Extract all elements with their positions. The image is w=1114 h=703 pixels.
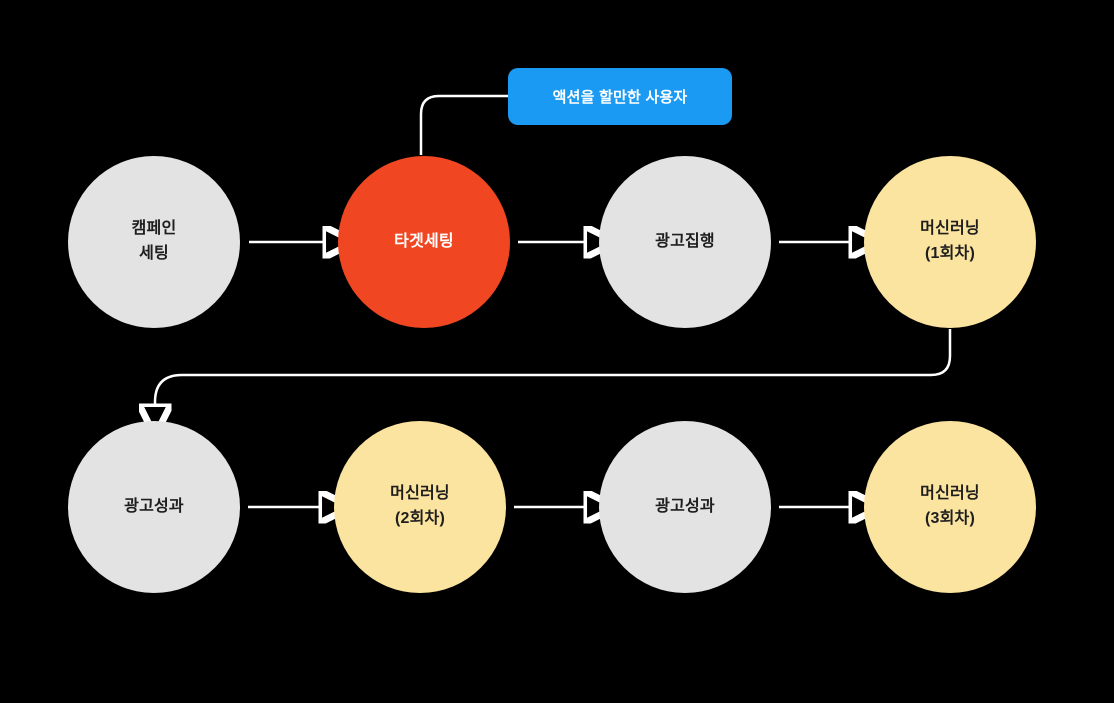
node-label-ad-performance-1: 광고성과 [124, 497, 184, 515]
node-label-target-setting: 타겟세팅 [394, 232, 454, 250]
node-ad-performance-2: 광고성과 [599, 421, 771, 593]
node-label-ad-execution: 광고집행 [655, 232, 715, 250]
edge-callout-to-target-setting [419, 94, 508, 155]
node-label-machine-learning-3: 머신러닝 (3회차) [920, 485, 980, 527]
node-machine-learning-1: 머신러닝 (1회차) [864, 156, 1036, 328]
edge-ml1-to-adperformance1 [155, 329, 952, 405]
node-label-ad-performance-2: 광고성과 [655, 497, 715, 515]
node-target-setting: 타겟세팅 [338, 156, 510, 328]
node-ad-execution: 광고집행 [599, 156, 771, 328]
node-campaign-setting: 캠페인 세팅 [68, 156, 240, 328]
node-machine-learning-3: 머신러닝 (3회차) [864, 421, 1036, 593]
callout-action-likely-users: 액션을 할만한 사용자 [508, 68, 732, 125]
node-machine-learning-2: 머신러닝 (2회차) [334, 421, 506, 593]
node-label-machine-learning-2: 머신러닝 (2회차) [390, 485, 450, 527]
callout-label: 액션을 할만한 사용자 [552, 89, 688, 106]
node-label-campaign-setting: 캠페인 세팅 [131, 220, 177, 262]
node-ad-performance-1: 광고성과 [68, 421, 240, 593]
node-label-machine-learning-1: 머신러닝 (1회차) [920, 220, 980, 262]
